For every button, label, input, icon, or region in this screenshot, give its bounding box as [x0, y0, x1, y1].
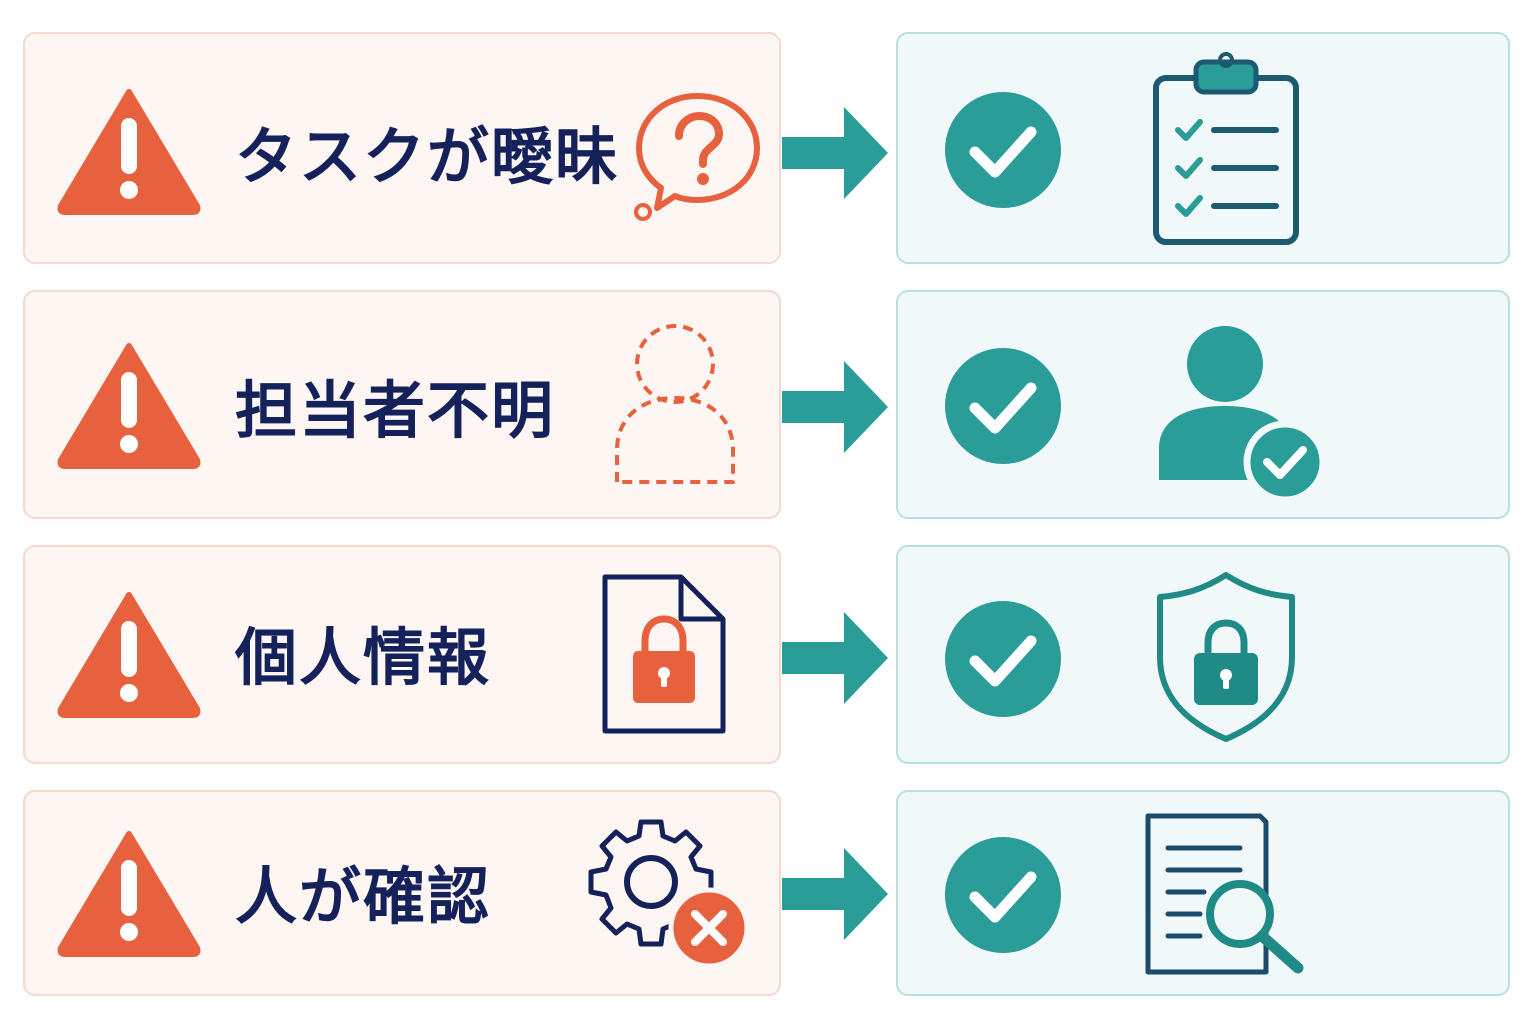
document-search-icon	[1145, 813, 1304, 975]
user-check-icon	[1159, 326, 1327, 504]
question-bubble-icon	[634, 93, 760, 221]
check-circle-icon	[945, 348, 1061, 464]
check-circle-icon	[945, 92, 1061, 208]
problem-label: 個人情報	[235, 621, 492, 694]
warning-icon	[57, 831, 201, 957]
problem-box: タスクが曖昧	[23, 32, 781, 264]
problem-label: 担当者不明	[235, 374, 556, 447]
row-3: 個人情報	[0, 545, 1536, 764]
check-circle-icon	[945, 601, 1061, 717]
arrow-right-icon	[782, 848, 888, 940]
warning-icon	[57, 592, 201, 718]
arrow-right-icon	[782, 107, 888, 199]
arrow-right-icon	[782, 361, 888, 453]
locked-document-icon	[602, 574, 726, 734]
warning-icon	[57, 343, 201, 469]
check-circle-icon	[945, 837, 1061, 953]
arrow-right-icon	[782, 612, 888, 704]
problem-label: タスクが曖昧	[235, 120, 620, 193]
dashed-person-icon	[615, 324, 735, 484]
problem-box: 人が確認	[23, 790, 781, 996]
warning-icon	[57, 89, 201, 215]
row-4: 人が確認	[0, 790, 1536, 996]
problem-box: 個人情報	[23, 545, 781, 764]
solution-box	[896, 790, 1510, 996]
row-1: タスクが曖昧	[0, 32, 1536, 264]
problem-box: 担当者不明	[23, 290, 781, 519]
problem-label: 人が確認	[235, 860, 492, 933]
solution-box	[896, 290, 1510, 519]
row-2: 担当者不明	[0, 290, 1536, 519]
clipboard-checklist-icon	[1153, 52, 1299, 245]
shield-lock-icon	[1157, 572, 1295, 742]
solution-box	[896, 545, 1510, 764]
solution-box	[896, 32, 1510, 264]
gear-error-icon	[588, 819, 750, 969]
